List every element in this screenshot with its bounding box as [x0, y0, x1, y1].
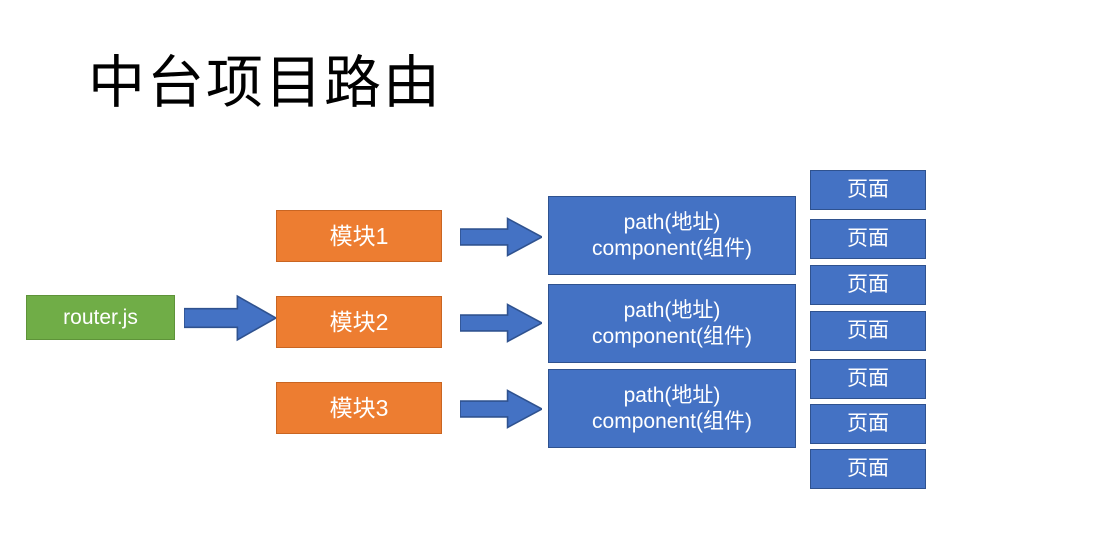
route-box-3[interactable]: path(地址) component(组件) [548, 369, 796, 448]
page-box-1[interactable]: 页面 [810, 170, 926, 210]
page-box-5[interactable]: 页面 [810, 359, 926, 399]
arrow-module1-to-route1 [460, 215, 542, 259]
page-box-6[interactable]: 页面 [810, 404, 926, 444]
module-box-3[interactable]: 模块3 [276, 382, 442, 434]
route-box-2[interactable]: path(地址) component(组件) [548, 284, 796, 363]
page-box-4[interactable]: 页面 [810, 311, 926, 351]
route-box-1[interactable]: path(地址) component(组件) [548, 196, 796, 275]
page-box-2[interactable]: 页面 [810, 219, 926, 259]
page-box-3[interactable]: 页面 [810, 265, 926, 305]
module-box-1[interactable]: 模块1 [276, 210, 442, 262]
router-entry-box[interactable]: router.js [26, 295, 175, 340]
arrow-module2-to-route2 [460, 301, 542, 345]
page-title: 中台项目路由 [88, 50, 442, 116]
page-box-7[interactable]: 页面 [810, 449, 926, 489]
module-box-2[interactable]: 模块2 [276, 296, 442, 348]
arrow-router-to-modules [184, 292, 276, 344]
arrow-module3-to-route3 [460, 387, 542, 431]
